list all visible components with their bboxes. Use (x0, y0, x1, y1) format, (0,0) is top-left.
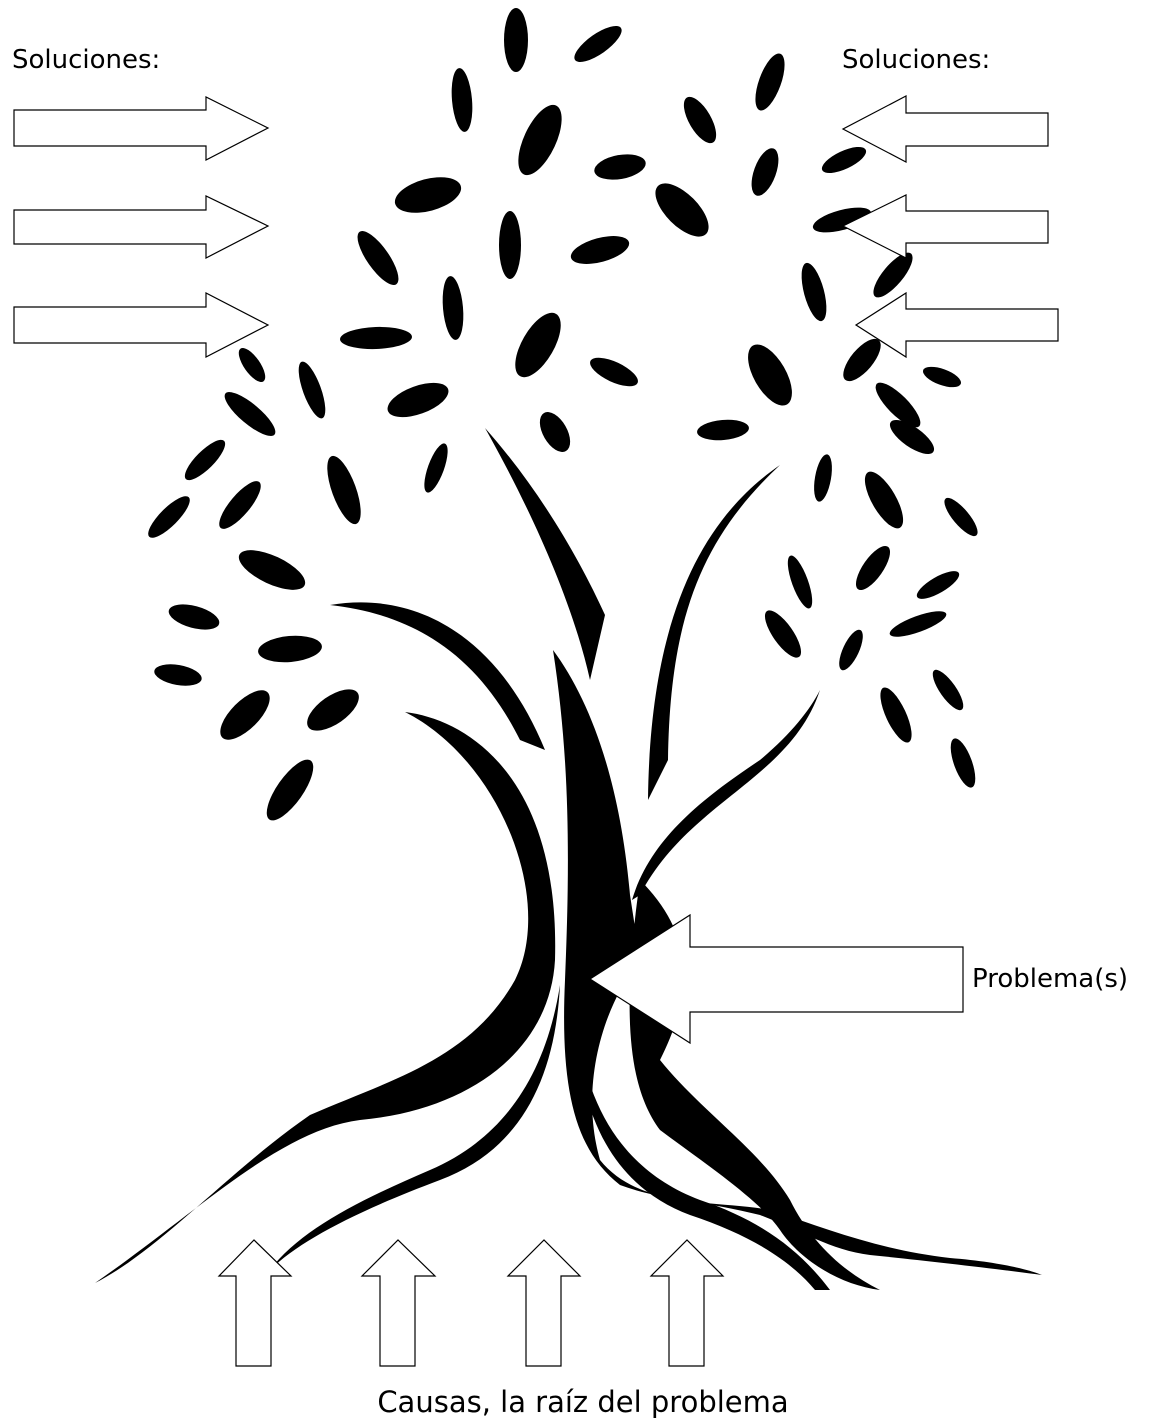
cause-arrow-4 (651, 1240, 723, 1366)
solution-arrow-left-1 (14, 97, 268, 160)
solutions-label-right: Soluciones: (842, 45, 990, 75)
solution-arrow-right-1 (843, 96, 1048, 162)
problem-label: Problema(s) (972, 964, 1128, 994)
solution-arrow-left-3 (14, 293, 268, 357)
solutions-label-left: Soluciones: (12, 45, 160, 75)
solution-arrow-left-2 (14, 196, 268, 258)
tree-silhouette (95, 428, 1042, 1290)
causes-label: Causas, la raíz del problema (0, 1385, 1166, 1419)
cause-arrow-3 (508, 1240, 580, 1366)
cause-arrow-2 (362, 1240, 435, 1366)
solution-arrow-right-2 (843, 195, 1048, 258)
solution-arrow-right-3 (856, 293, 1058, 357)
